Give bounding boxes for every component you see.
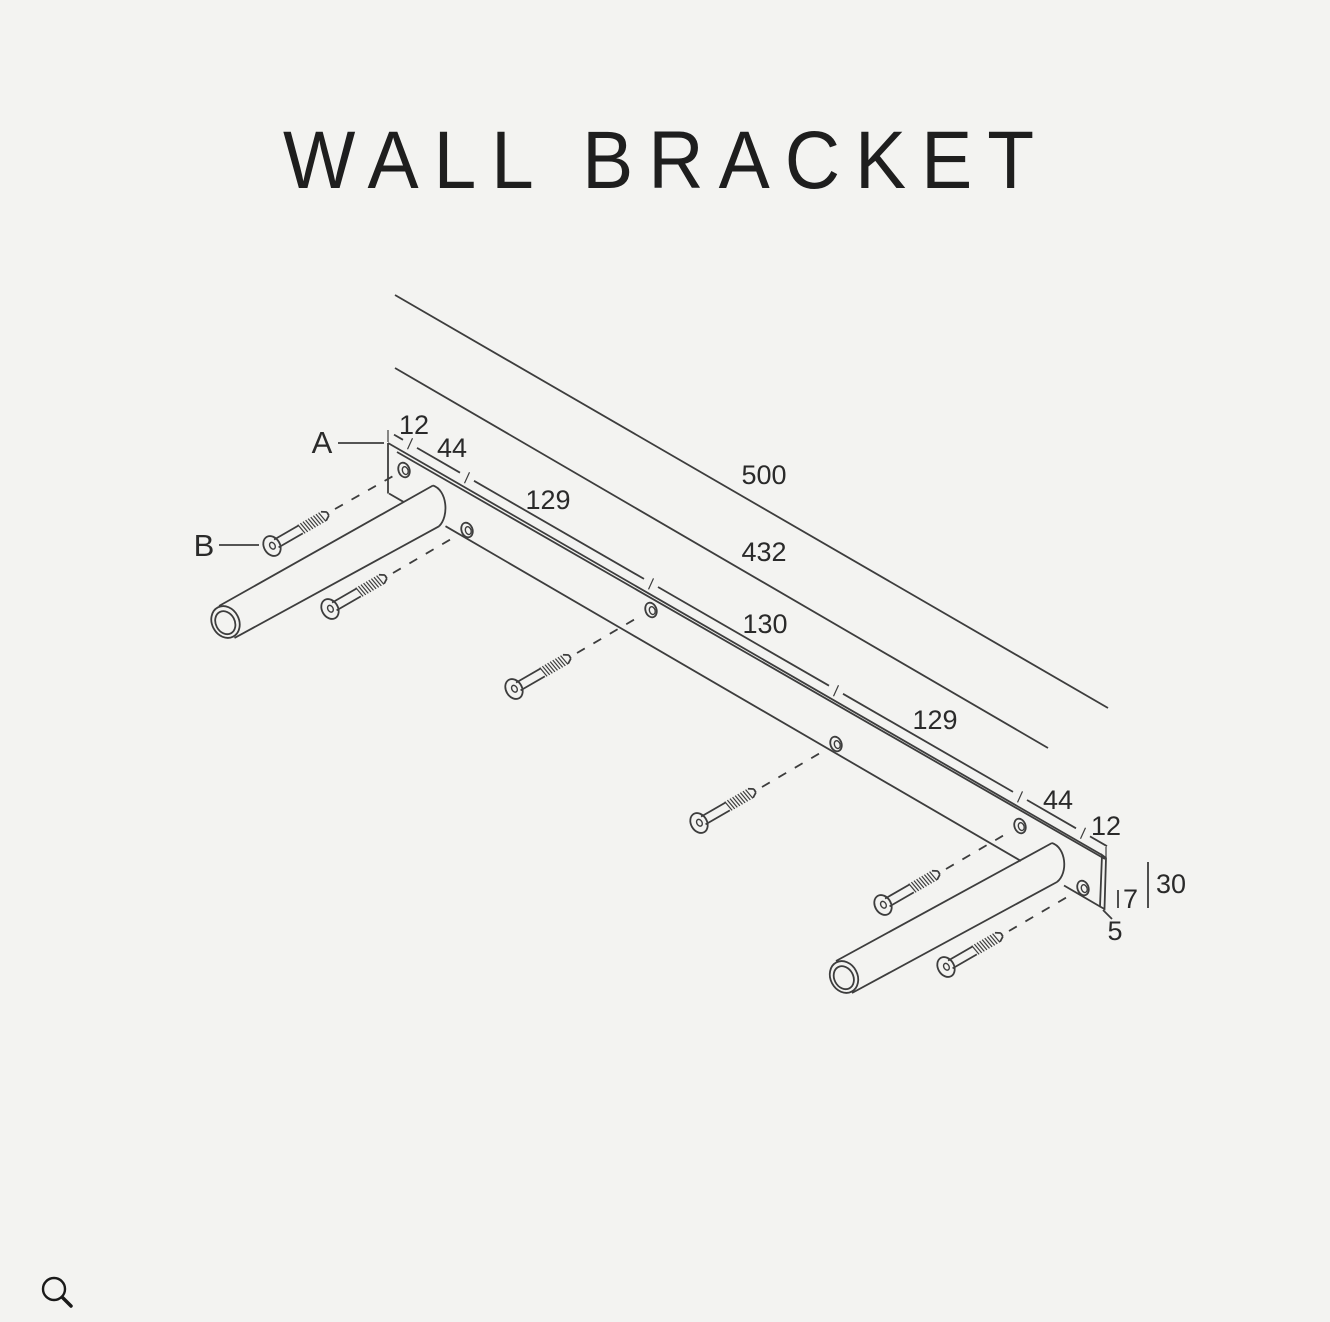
right-rod	[828, 842, 1066, 994]
screw-axis-1	[334, 474, 396, 510]
dim-7: 7	[1123, 884, 1138, 914]
dimension-lines	[387, 294, 1149, 920]
left-rod	[210, 484, 447, 639]
rail-holes	[397, 461, 1090, 897]
rail-top-front-edge	[387, 442, 1103, 856]
dim-500: 500	[741, 460, 786, 490]
screw-axis-6	[1008, 892, 1075, 932]
dim-line-432	[394, 367, 1049, 749]
rail-bottom-edge-1	[388, 492, 405, 503]
dim-44-right: 44	[1043, 785, 1073, 815]
screw-axis-5	[945, 830, 1012, 870]
page-title: WALL BRACKET	[283, 115, 1049, 206]
dim-5: 5	[1107, 916, 1122, 946]
dimension-labels: 12 44 129 500 432 130 129 44 12 30 7 5	[399, 410, 1186, 946]
dim-432: 432	[741, 537, 786, 567]
search-icon[interactable]	[41, 1276, 73, 1308]
rail-top-back-edge	[396, 451, 1106, 860]
rail-bottom-edge-2	[445, 525, 1022, 862]
rail-bottom-edge-3	[1063, 884, 1101, 908]
rail-end-face	[1099, 853, 1107, 911]
left-rod-junction	[432, 484, 447, 527]
dim-12-right: 12	[1091, 811, 1121, 841]
dim-chain-line	[393, 433, 1108, 847]
part-label-a: A	[312, 425, 333, 460]
dim-129-right: 129	[912, 705, 957, 735]
right-rod-junction	[1051, 842, 1066, 883]
dim-44-left: 44	[437, 433, 467, 463]
dim-12-left: 12	[399, 410, 429, 440]
dim-line-500	[394, 294, 1109, 709]
dim-129-left: 129	[525, 485, 570, 515]
dim-tick-5	[1102, 909, 1113, 920]
screws	[258, 474, 1075, 981]
part-label-b: B	[194, 528, 215, 563]
dim-130: 130	[742, 609, 787, 639]
screw-axis-2	[392, 534, 459, 574]
screw-axis-3	[576, 614, 643, 654]
part-labels: A B	[194, 425, 384, 563]
screw-axis-4	[761, 748, 828, 788]
dim-30: 30	[1156, 869, 1186, 899]
bracket-rail	[387, 442, 1107, 911]
